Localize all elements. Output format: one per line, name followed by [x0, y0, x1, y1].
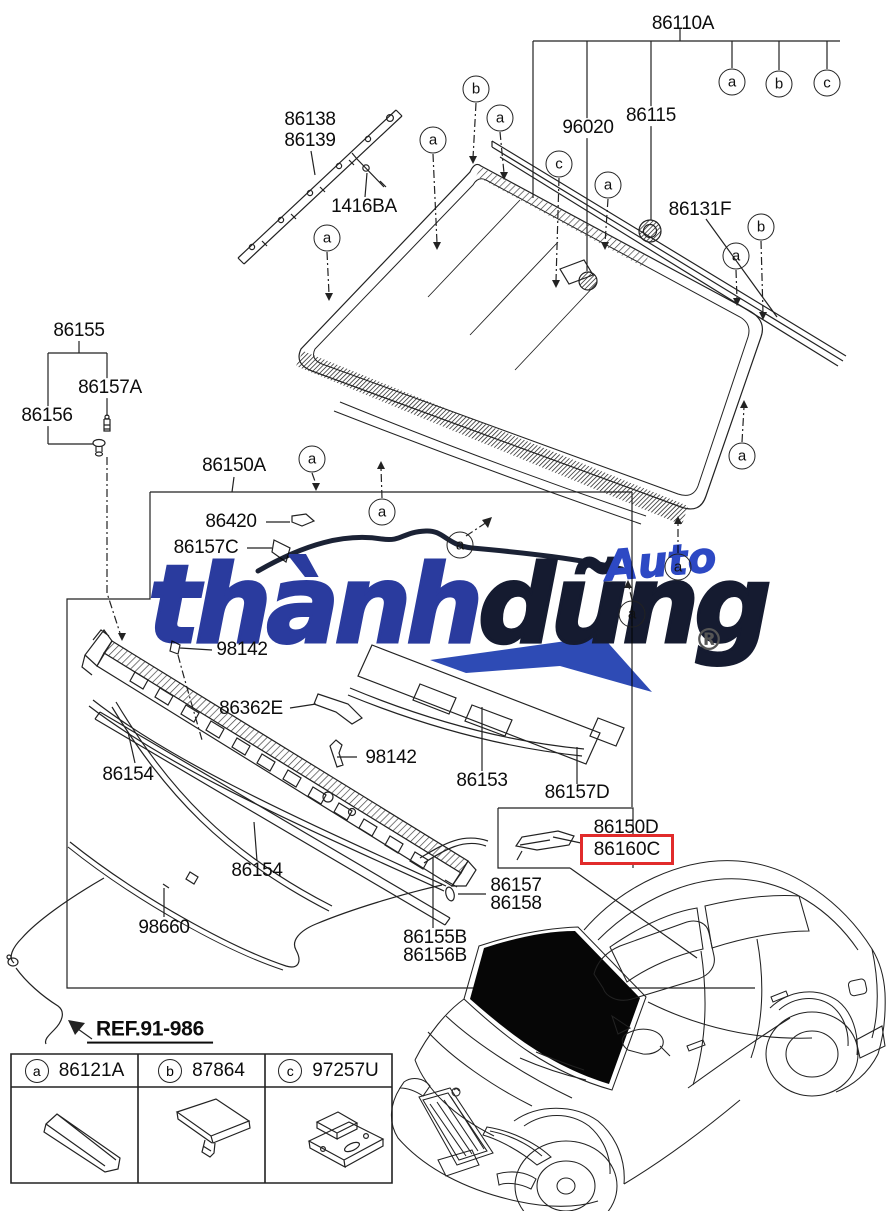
part-label-86139: 86139 — [284, 130, 336, 152]
part-label-REF.91-986: REF.91-986 — [87, 1018, 213, 1044]
part-label-86154: 86154 — [102, 764, 154, 786]
part-label-86157D: 86157D — [544, 782, 610, 804]
callout-a: a — [368, 498, 396, 526]
part-label-86138: 86138 — [284, 109, 336, 131]
callout-a: a — [594, 171, 622, 199]
part-label-86420: 86420 — [205, 511, 257, 533]
part-label-98142: 98142 — [365, 747, 417, 769]
callout-a: a — [728, 442, 756, 470]
callout-a: a — [419, 126, 447, 154]
legend-key-icon: a — [24, 1058, 49, 1083]
part-label-86157A: 86157A — [77, 377, 143, 399]
callout-b: b — [765, 70, 793, 98]
legend-key-icon: b — [158, 1058, 183, 1083]
callout-a: a — [486, 104, 514, 132]
part-label-98660: 98660 — [138, 917, 190, 939]
highlight-box: 86160C — [580, 834, 674, 865]
part-label-98142: 98142 — [216, 639, 268, 661]
callout-b: b — [462, 75, 490, 103]
callout-a: a — [618, 600, 646, 628]
part-label-86155: 86155 — [53, 320, 105, 342]
callout-c: c — [545, 150, 573, 178]
part-label-86110A: 86110A — [651, 13, 715, 35]
part-label-86131F: 86131F — [668, 199, 732, 221]
callout-b: b — [747, 213, 775, 241]
part-label-86156: 86156 — [20, 405, 74, 427]
part-label-86115: 86115 — [625, 105, 677, 127]
callout-a: a — [446, 531, 474, 559]
vehicle-illustration — [390, 860, 886, 1211]
legend-part-number: 87864 — [192, 1059, 245, 1081]
callout-c: c — [813, 69, 841, 97]
callout-a: a — [664, 553, 692, 581]
part-label-86150D: 86150D — [593, 817, 659, 839]
legend-item-a: a 86121A — [11, 1055, 138, 1086]
part-label-86150A: 86150A — [202, 455, 266, 477]
part-label-86153: 86153 — [456, 770, 508, 792]
part-label-86157C: 86157C — [173, 537, 239, 559]
part-label-86362E: 86362E — [219, 698, 283, 720]
part-label-86154: 86154 — [231, 860, 283, 882]
legend-part-number: 97257U — [312, 1059, 379, 1081]
legend-key-icon: c — [278, 1058, 303, 1083]
part-label-86157: 86157 — [490, 875, 542, 897]
part-label-86155B: 86155B — [403, 927, 467, 949]
callout-a: a — [313, 224, 341, 252]
part-label-86158: 86158 — [490, 893, 542, 915]
legend-part-number: 86121A — [58, 1059, 125, 1081]
legend-item-c: c 97257U — [265, 1055, 392, 1086]
callout-a: a — [718, 68, 746, 96]
diagram-strokes — [6, 28, 886, 1211]
part-label-1416BA: 1416BA — [331, 196, 397, 218]
part-label-96020: 96020 — [561, 117, 615, 139]
callout-a: a — [722, 242, 750, 270]
part-label-86156B: 86156B — [403, 945, 467, 967]
callout-a: a — [298, 445, 326, 473]
legend-item-b: b 87864 — [138, 1055, 265, 1086]
